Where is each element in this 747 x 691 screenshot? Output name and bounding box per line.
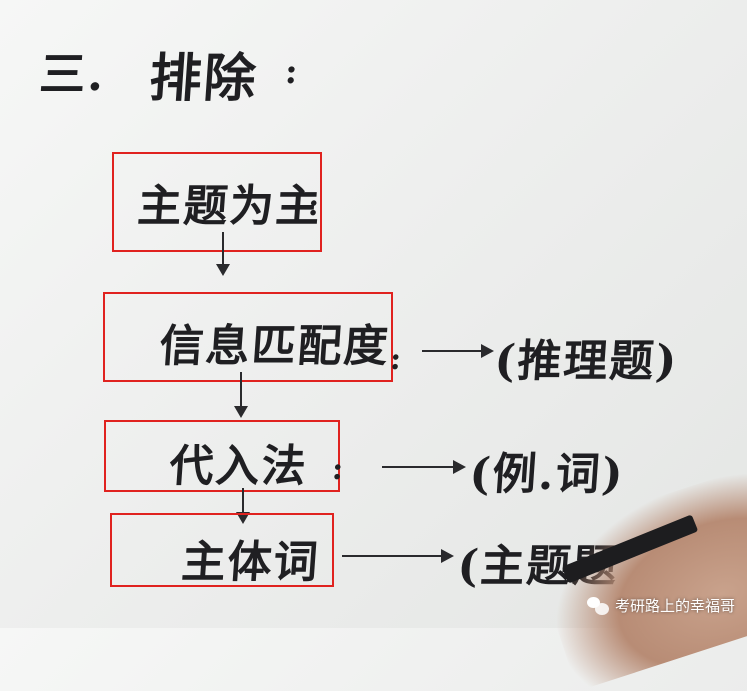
highlight-box-step-2 — [103, 292, 393, 382]
watermark: 考研路上的幸福哥 — [586, 595, 735, 616]
highlight-box-step-3 — [104, 420, 340, 492]
wechat-icon — [586, 596, 609, 615]
highlight-box-step-4 — [110, 513, 334, 587]
step-1-text: 主题为主 — [135, 181, 324, 232]
step-2-text: 信息匹配度 — [157, 321, 392, 372]
arrow-down-3 — [236, 488, 250, 524]
arrow-down-1 — [216, 232, 230, 276]
step-1-trail: : — [306, 188, 323, 223]
arrow-right-3 — [342, 549, 454, 563]
arrow-down-2 — [234, 372, 248, 418]
heading-number: 三. — [37, 47, 108, 101]
heading-trail: : — [283, 52, 301, 92]
watermark-label: 考研路上的幸福哥 — [614, 597, 735, 615]
step-2-trail: : — [388, 342, 405, 377]
heading-title: 排除 — [147, 48, 260, 109]
highlight-box-step-1 — [112, 152, 322, 252]
step-3-trail: : — [330, 452, 347, 487]
step-3-text: 代入法 — [167, 441, 310, 492]
target-2-text: (例.词) — [467, 449, 627, 500]
arrow-right-1 — [422, 344, 494, 358]
target-1-text: (推理题) — [492, 336, 681, 387]
step-4-text: 主体词 — [179, 537, 322, 588]
arrow-right-2 — [382, 460, 466, 474]
